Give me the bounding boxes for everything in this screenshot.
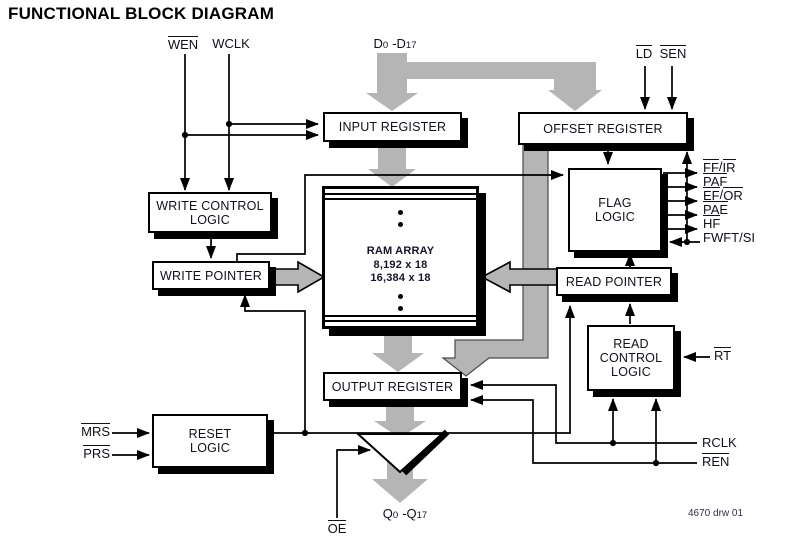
buffer-to-q-arrow	[372, 447, 428, 503]
tristate-buffer	[355, 433, 445, 474]
write-pointer-to-ram-arrow	[267, 260, 326, 294]
reset-logic-block: RESET LOGIC	[152, 414, 268, 468]
ram-top-line-2	[325, 198, 476, 200]
read-pointer-block: READ POINTER	[556, 267, 672, 296]
signal-lines	[112, 54, 710, 518]
flag-logic-block: FLAG LOGIC	[568, 168, 662, 252]
ef-or-label: EF/OR	[703, 187, 743, 203]
dbus-arrow	[366, 53, 602, 111]
oe-line	[336, 445, 371, 518]
ram-ellipsis-dot	[397, 294, 403, 299]
output-to-buffer-arrow	[374, 402, 426, 438]
reset-out-line	[268, 305, 575, 434]
write-pointer-block: WRITE POINTER	[152, 261, 270, 290]
paf-label: PAF	[703, 173, 728, 189]
wen-label: WEN	[167, 36, 199, 52]
ld-label: LD	[635, 45, 653, 61]
rclk-line	[470, 380, 697, 444]
input-register-block: INPUT REGISTER	[323, 112, 462, 142]
ram-ellipsis-dot	[397, 222, 403, 227]
input-to-ram-arrow	[368, 143, 416, 187]
ram-ellipsis-dot	[397, 306, 403, 311]
ram-bottom-line-2	[325, 320, 476, 322]
offset-register-block: OFFSET REGISTER	[518, 112, 688, 145]
oe-label: OE	[327, 520, 347, 536]
wclk-label: WCLK	[212, 36, 250, 51]
page-title: FUNCTIONAL BLOCK DIAGRAM	[8, 4, 275, 23]
ren-line	[470, 395, 697, 464]
ram-to-output-arrow	[372, 330, 424, 372]
offset-to-output-bus-arrow	[441, 144, 549, 377]
write-pointer-to-flag-line	[236, 170, 564, 261]
ram-top-line-1	[325, 193, 476, 195]
ren-label: REN	[702, 453, 730, 469]
ram-bottom-line-1	[325, 315, 476, 317]
output-register-block: OUTPUT REGISTER	[323, 372, 462, 401]
prs-label: PRS	[83, 445, 110, 461]
write-control-logic-block: WRITE CONTROL LOGIC	[148, 192, 272, 233]
reset-to-write-pointer-line	[240, 294, 306, 433]
drawing-number-label: 4670 drw 01	[688, 508, 744, 519]
ff-ir-label: FF/IR	[703, 159, 736, 175]
sen-label: SEN	[659, 45, 687, 61]
fwft-si-label: FWFT/SI	[703, 230, 755, 245]
read-pointer-to-ram-arrow	[480, 260, 561, 294]
pae-label: PAE	[703, 201, 729, 217]
junction-dots	[181, 120, 691, 467]
ram-array-block: RAM ARRAY 8,192 x 18 16,384 x 18	[322, 186, 479, 329]
rclk-label: RCLK	[702, 435, 737, 450]
hf-label: HF	[703, 215, 721, 231]
read-control-logic-block: READ CONTROL LOGIC	[587, 325, 675, 391]
buffer-shadow	[401, 429, 450, 476]
ram-ellipsis-dot	[397, 210, 403, 215]
rt-label: RT	[714, 347, 732, 363]
mrs-label: MRS	[81, 423, 110, 439]
ram-array-label: RAM ARRAY 8,192 x 18 16,384 x 18	[366, 245, 435, 284]
